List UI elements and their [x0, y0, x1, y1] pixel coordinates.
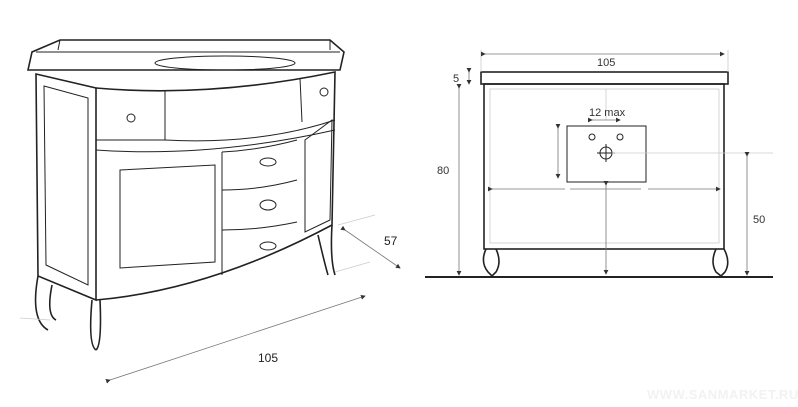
isometric-cabinet — [19, 39, 401, 384]
tap-spacing-label: 12 max — [589, 107, 626, 119]
height-label: 80 — [437, 165, 449, 177]
watermark: WWW.SANMARKET.RU — [647, 387, 798, 402]
drain-height-label: 50 — [753, 214, 765, 226]
width-label-front: 105 — [597, 57, 615, 69]
width-label-iso: 105 — [258, 351, 278, 365]
front-view-cabinet — [425, 50, 773, 278]
top-thickness-label: 5 — [453, 73, 459, 85]
depth-label: 57 — [384, 234, 398, 248]
